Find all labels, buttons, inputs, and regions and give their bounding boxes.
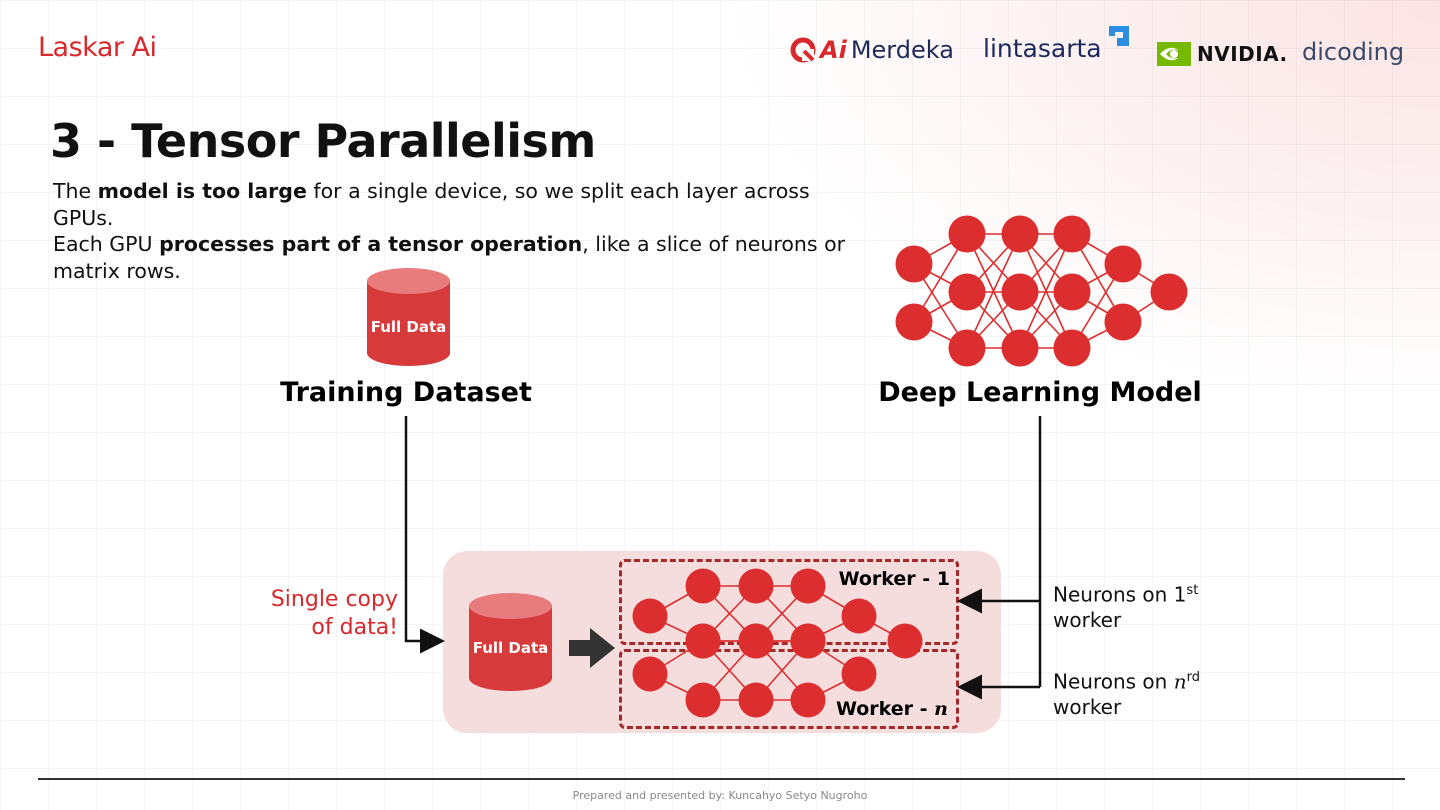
worker-1-neuron xyxy=(790,568,826,604)
dataset-label: Training Dataset xyxy=(280,377,532,408)
neuronsn-sup: rd xyxy=(1186,670,1200,685)
neurons1-pre: Neurons on 1 xyxy=(1053,582,1187,607)
slide-description: The model is too large for a single devi… xyxy=(53,178,873,284)
model-edge xyxy=(1019,233,1073,349)
desc-p1-pre: The xyxy=(53,179,98,203)
model-neuron xyxy=(1104,303,1142,341)
worker-1-neuron xyxy=(887,623,923,659)
neurons-worker-1-label: Neurons on 1st worker xyxy=(1053,578,1198,633)
worker-1-neuron xyxy=(738,568,774,604)
neurons1-post: worker xyxy=(1053,607,1122,632)
desc-p2-pre: Each GPU xyxy=(53,232,160,256)
single-copy-line1: Single copy xyxy=(270,587,398,612)
desc-p1-bold: model is too large xyxy=(97,179,307,203)
worker-n-neuron xyxy=(685,682,721,718)
dataset-connector-arrow xyxy=(404,416,445,654)
neurons1-sup: st xyxy=(1186,583,1199,598)
nvidia-eye-icon xyxy=(1157,42,1191,66)
slide-title: 3 - Tensor Parallelism xyxy=(50,114,596,168)
worker-n-neuron xyxy=(738,623,774,659)
model-neuron xyxy=(1001,329,1039,367)
lintasarta-icon xyxy=(1109,26,1129,46)
dicoding-logo: dicoding xyxy=(1302,38,1404,66)
ai-merdeka-logo: Ai Merdeka xyxy=(790,36,954,64)
worker-n-neuron xyxy=(685,623,721,659)
footer-divider xyxy=(38,778,1405,780)
single-copy-line2: of data! xyxy=(311,615,398,640)
model-neuron xyxy=(895,303,933,341)
ai-merdeka-ai-text: Ai xyxy=(820,36,847,64)
worker-1-label: Worker - 1 xyxy=(839,568,950,590)
neuronsn-pre: Neurons on xyxy=(1053,669,1174,694)
brand-logo: Laskar Ai xyxy=(38,32,157,63)
worker-n-neuron xyxy=(632,656,668,692)
worker-n-label: Worker - n xyxy=(836,698,948,720)
ai-merdeka-icon xyxy=(790,37,816,63)
worker-n-neuron xyxy=(790,623,826,659)
worker-1-neuron xyxy=(841,598,877,634)
model-neuron xyxy=(895,245,933,283)
worker-cylinder-icon: Full Data xyxy=(469,593,552,691)
worker-1-neuron xyxy=(632,598,668,634)
model-neuron xyxy=(1053,215,1091,253)
model-neuron xyxy=(948,273,986,311)
lintasarta-text: lintasarta xyxy=(983,34,1102,63)
nvidia-text: NVIDIA. xyxy=(1197,42,1288,66)
worker-n-neuron xyxy=(841,656,877,692)
model-edge xyxy=(966,233,1021,349)
model-neuron xyxy=(1104,245,1142,283)
worker-n-neuron xyxy=(738,682,774,718)
model-neuron xyxy=(1053,273,1091,311)
model-label: Deep Learning Model xyxy=(878,377,1202,408)
single-copy-note: Single copy of data! xyxy=(230,586,398,642)
model-neuron xyxy=(1053,329,1091,367)
deep-learning-model-network xyxy=(895,215,1188,367)
neuronsn-var: n xyxy=(1173,669,1187,694)
worker-cylinder-label: Full Data xyxy=(473,639,549,657)
model-neuron xyxy=(1001,215,1039,253)
model-neuron xyxy=(1001,273,1039,311)
nvidia-logo: NVIDIA. xyxy=(1157,42,1288,66)
neurons-worker-n-label: Neurons on nrd worker xyxy=(1053,665,1200,720)
model-neuron xyxy=(948,329,986,367)
worker-1-neuron xyxy=(685,568,721,604)
lintasarta-logo: lintasarta xyxy=(983,26,1129,63)
footer-credit: Prepared and presented by: Kuncahyo Sety… xyxy=(572,789,868,802)
model-neuron xyxy=(1150,273,1188,311)
distribute-arrow-icon xyxy=(569,628,615,668)
dicoding-text: dicoding xyxy=(1302,38,1405,66)
desc-p2-bold: processes part of a tensor operation xyxy=(159,232,583,256)
model-neuron xyxy=(948,215,986,253)
dataset-cylinder-icon: Full Data xyxy=(367,268,450,366)
dataset-cylinder-label: Full Data xyxy=(371,318,447,336)
neuronsn-post: worker xyxy=(1053,694,1122,719)
desc-p1-post: for a single device, so we split each la… xyxy=(53,179,810,230)
ai-merdeka-text: Merdeka xyxy=(850,36,954,64)
desc-p2-post: , like a slice of neurons or matrix rows… xyxy=(53,232,846,283)
worker-n-network xyxy=(632,623,877,718)
worker-n-neuron xyxy=(790,682,826,718)
